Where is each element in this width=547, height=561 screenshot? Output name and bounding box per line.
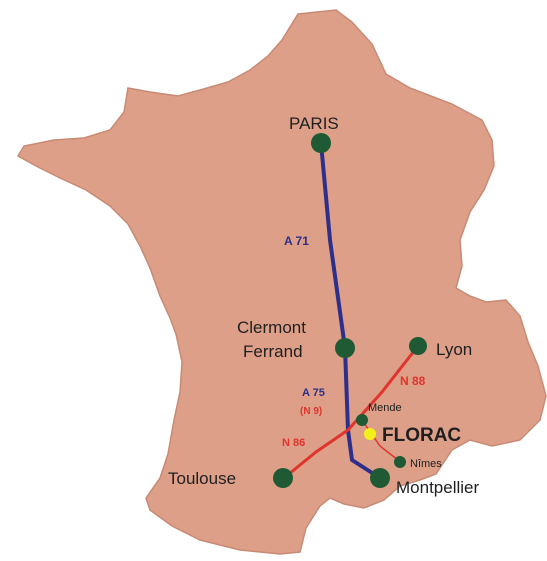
city-markers [273, 133, 427, 488]
city-labels: PARIS Clermont Ferrand Lyon Mende FLORAC… [168, 114, 479, 497]
a71-label: A 71 [284, 234, 309, 248]
nimes-marker [394, 456, 406, 468]
lyon-marker [409, 337, 427, 355]
n86-label: N 86 [282, 437, 305, 449]
mende-label: Mende [368, 402, 402, 414]
paris-label: PARIS [289, 114, 339, 133]
clermont-marker [335, 338, 355, 358]
florac-marker [364, 428, 376, 440]
montpellier-label: Montpellier [396, 478, 479, 497]
mende-marker [356, 414, 368, 426]
clermont-label-line1: Clermont [237, 318, 306, 337]
paris-marker [311, 133, 331, 153]
motorway-a71-a75 [319, 141, 382, 480]
a75-label: A 75 [302, 387, 325, 399]
montpellier-marker [370, 468, 390, 488]
road-labels: A 71 A 75 (N 9) N 88 N 86 [282, 234, 426, 449]
florac-label: FLORAC [382, 425, 461, 446]
nimes-label: Nîmes [410, 458, 442, 470]
clermont-label-line2: Ferrand [243, 342, 303, 361]
toulouse-label: Toulouse [168, 469, 236, 488]
toulouse-marker [273, 468, 293, 488]
france-shape [16, 9, 547, 555]
n9-label: (N 9) [300, 406, 322, 417]
lyon-label: Lyon [436, 340, 472, 359]
national-road-n86 [282, 428, 350, 480]
n88-label: N 88 [400, 374, 426, 388]
